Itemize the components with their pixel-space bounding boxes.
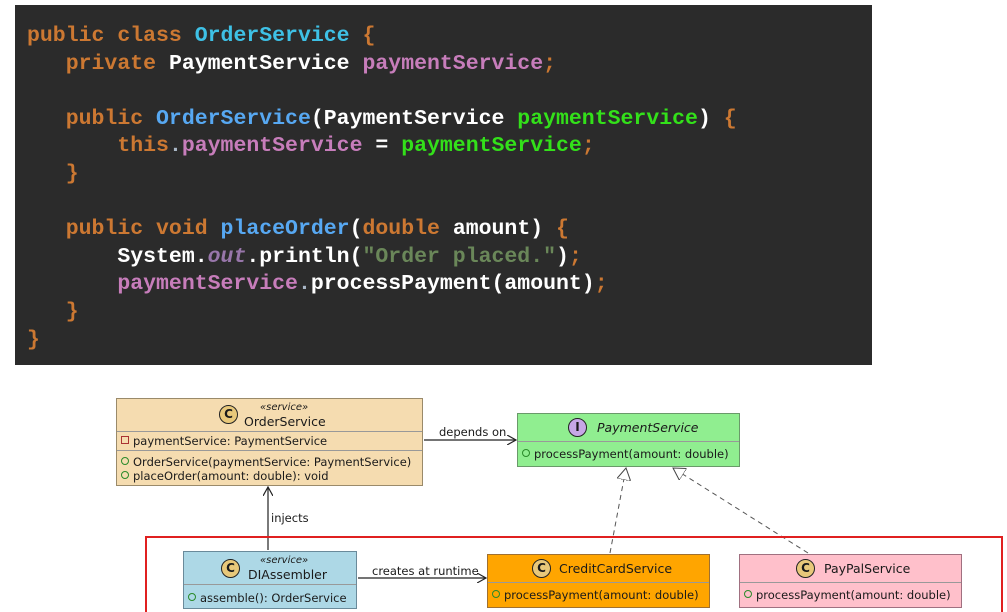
code-line: this.paymentService = paymentService; [27, 132, 595, 160]
class-c-icon: C [796, 559, 815, 578]
diagram-connectors [145, 365, 1003, 612]
code-token: ) [556, 244, 569, 269]
method-process-payment: processPayment(amount: double) [492, 588, 699, 602]
field-payment-service: paymentService: PaymentService [121, 434, 327, 448]
code-token: public void [27, 217, 221, 242]
code-token: double [362, 217, 453, 242]
code-panel: public class OrderService { private Paym… [15, 5, 872, 365]
code-token: "Order placed." [362, 244, 557, 269]
code-token: .println( [246, 244, 363, 269]
code-token: out [207, 244, 247, 269]
code-line: System.out.println("Order placed."); [27, 243, 582, 271]
code-token: OrderService [156, 106, 311, 131]
code-token: ) [697, 106, 724, 131]
stereotype-label: «service» [260, 555, 309, 566]
class-name: OrderService [244, 414, 326, 429]
code-token: . [168, 134, 182, 159]
creates-at-runtime-label: creates at runtime [372, 564, 479, 578]
code-token: public class [27, 24, 195, 48]
code-token: } [27, 300, 79, 324]
method-process-payment: processPayment(amount: double) [522, 447, 729, 461]
code-token: } [27, 327, 40, 352]
code-token: { [349, 24, 376, 48]
stereotype-label: «service» [260, 402, 309, 413]
code-token: this [27, 134, 169, 159]
code-token: (PaymentService [310, 106, 518, 131]
credit-card-realization-line [609, 468, 626, 554]
code-token: paymentService [401, 134, 582, 159]
depends-on-label: depends on [439, 425, 507, 439]
method-process-payment: processPayment(amount: double) [744, 588, 951, 602]
code-token: paymentService [27, 272, 298, 297]
class-name: CreditCardService [559, 561, 673, 576]
code-token: . [297, 272, 311, 297]
injects-label: injects [271, 511, 309, 525]
paypal-realization-line [673, 468, 809, 554]
code-token: OrderService [194, 24, 350, 48]
code-token: ( [349, 217, 363, 242]
code-token: paymentService [362, 51, 544, 76]
code-line: public void placeOrder(double amount) { [27, 215, 569, 243]
code-token: private [27, 51, 169, 76]
method-constructor: OrderService(paymentService: PaymentServ… [121, 455, 411, 469]
uml-diagram: C «service» OrderService paymentService:… [0, 365, 1007, 612]
code-line: } [27, 298, 79, 326]
paypal-service-class: C PayPalService processPayment(amount: d… [739, 554, 962, 608]
di-assembler-class: C «service» DIAssembler assemble(): Orde… [183, 551, 357, 609]
code-token: ; [581, 134, 595, 159]
code-line: } [27, 160, 79, 188]
payment-service-interface: I PaymentService processPayment(amount: … [517, 413, 740, 467]
code-token: paymentService [181, 134, 363, 159]
code-token: public [27, 106, 157, 131]
class-c-icon: C [221, 559, 240, 578]
code-line: public class OrderService { [27, 22, 375, 50]
code-line: paymentService.processPayment(amount); [27, 270, 608, 298]
class-c-icon: C [532, 559, 551, 578]
code-token: placeOrder [220, 217, 350, 242]
class-name: DIAssembler [248, 567, 327, 582]
code-token: ; [543, 51, 557, 76]
code-token: { [723, 106, 737, 131]
code-token: = [362, 134, 402, 159]
code-token: processPayment(amount) [310, 272, 595, 297]
class-c-icon: C [219, 405, 238, 424]
class-name: PayPalService [824, 561, 911, 576]
method-assemble: assemble(): OrderService [188, 591, 347, 605]
interface-name: PaymentService [597, 420, 699, 435]
code-token: System. [27, 244, 208, 269]
method-place-order: placeOrder(amount: double): void [121, 469, 329, 483]
code-token: paymentService [517, 106, 698, 131]
code-line: private PaymentService paymentService; [27, 50, 556, 78]
interface-i-icon: I [568, 418, 587, 437]
code-token: { [556, 217, 569, 242]
order-service-class: C «service» OrderService paymentService:… [116, 398, 423, 486]
highlight-rectangle [145, 536, 1003, 612]
code-token: ; [594, 272, 608, 297]
credit-card-service-class: C CreditCardService processPayment(amoun… [487, 554, 710, 608]
code-token: PaymentService [168, 51, 363, 76]
code-line: public OrderService(PaymentService payme… [27, 105, 737, 133]
code-line: } [27, 326, 40, 354]
code-token: ; [568, 244, 582, 269]
code-token: } [27, 162, 79, 186]
code-token: amount) [452, 217, 557, 242]
